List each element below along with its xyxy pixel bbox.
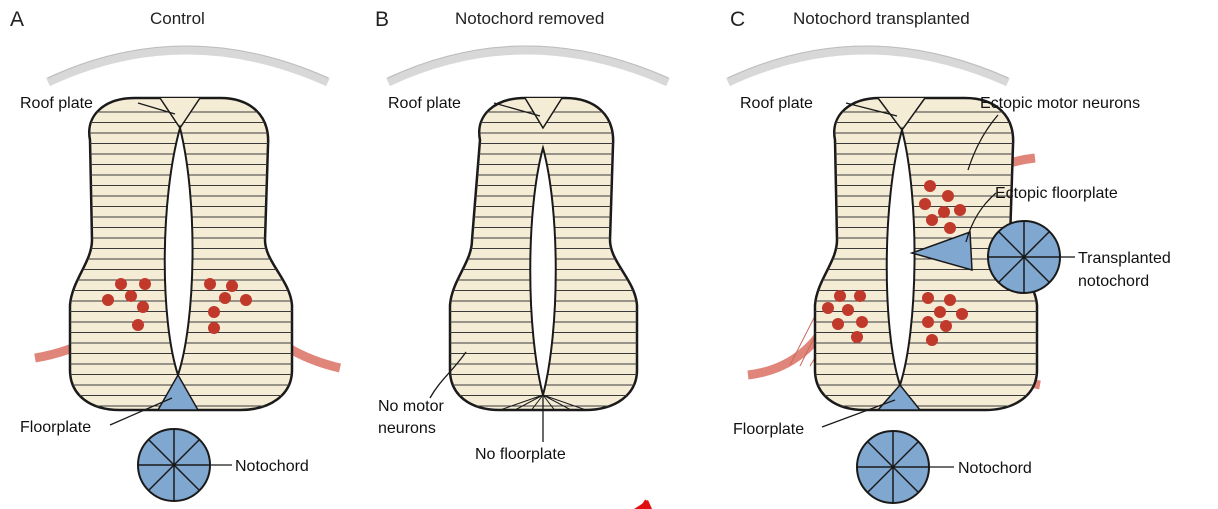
label-no-motor-line1: No motor [378, 398, 444, 415]
label-transplanted-line1: Transplanted [1078, 250, 1171, 267]
panel-b: B Notochord removed Roof plate No motor … [375, 8, 668, 463]
panel-c: C Notochord transplanted [728, 8, 1171, 503]
panel-letter-a: A [10, 8, 24, 31]
panel-title-b: Notochord removed [455, 9, 604, 28]
label-ectopic-floorplate: Ectopic floorplate [995, 185, 1118, 202]
label-no-floorplate: No floorplate [475, 446, 566, 463]
panel-title-a: Control [150, 9, 205, 28]
label-roof-plate-c: Roof plate [740, 95, 813, 112]
label-floorplate-a: Floorplate [20, 419, 91, 436]
label-transplanted-line2: notochord [1078, 273, 1149, 290]
label-roof-plate-b: Roof plate [388, 95, 461, 112]
notochord [857, 431, 929, 503]
red-arrow-cursor-icon [634, 500, 652, 509]
ectoderm-arc [48, 50, 328, 82]
panel-letter-c: C [730, 8, 745, 31]
label-no-motor-line2: neurons [378, 420, 436, 437]
label-floorplate-c: Floorplate [733, 421, 804, 438]
label-ectopic-motor-neurons: Ectopic motor neurons [980, 95, 1140, 112]
panel-letter-b: B [375, 8, 389, 31]
label-roof-plate-a: Roof plate [20, 95, 93, 112]
label-notochord-c: Notochord [958, 460, 1032, 477]
notochord [138, 429, 210, 501]
ectoderm-arc [388, 50, 668, 82]
panel-title-c: Notochord transplanted [793, 9, 970, 28]
transplanted-notochord [988, 221, 1060, 293]
label-notochord-a: Notochord [235, 458, 309, 475]
panel-a: A Control [10, 8, 340, 501]
ectoderm-arc [728, 50, 1008, 82]
